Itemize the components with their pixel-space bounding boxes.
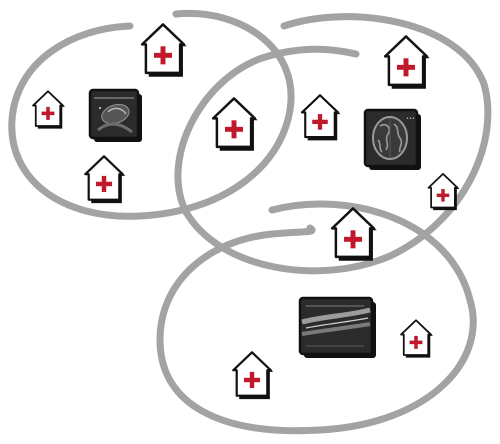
hospital-house-icon [427,173,461,212]
medical-scans: ••• [88,88,421,358]
hospital-house-icon [400,319,434,359]
hospital-house-icon [330,207,378,262]
hospital-house-icon [232,351,275,401]
cluster-loop-top-right [174,13,492,275]
svg-text:•••: ••• [406,116,415,122]
hospital-house-icon [32,90,66,130]
hospital-house-icon [84,155,127,205]
hospital-house-icon [383,35,431,90]
brain-mri-scan-icon: ••• [363,108,421,170]
cluster-loop-bottom [156,200,477,435]
ultrasound-scan-icon [88,88,142,142]
xray-bone-scan-icon [298,296,376,358]
cluster-loops [8,9,492,435]
hospital-house-icon [300,94,342,142]
hospital-house-icon [140,23,188,78]
cluster-loop-top-left [8,9,295,220]
hospital-house-icon [211,97,259,152]
